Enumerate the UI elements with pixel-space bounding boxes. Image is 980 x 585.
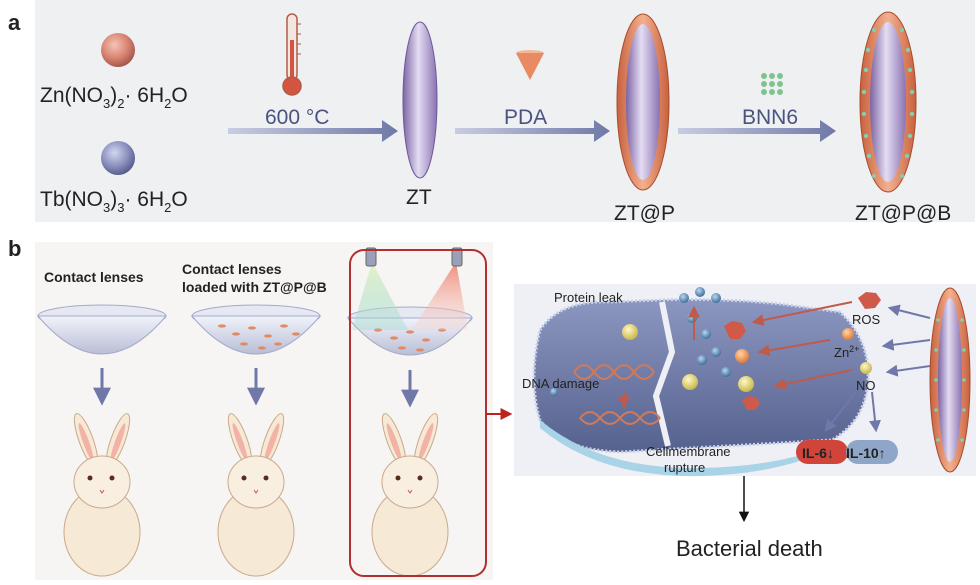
label-il10: IL-10↑ xyxy=(846,445,886,461)
label-bacterial-death: Bacterial death xyxy=(676,536,823,561)
label-il6: IL-6↓ xyxy=(802,445,834,461)
no-molecule-icon xyxy=(860,362,872,374)
ion-particles xyxy=(550,287,760,410)
dna-strand-icon xyxy=(573,364,661,425)
product-zt-at-p-at-b: ZT@P@B xyxy=(855,202,951,225)
il10-badge xyxy=(846,440,898,464)
zt-at-p-at-b-particle-icon xyxy=(859,11,917,193)
terbium-sphere-icon xyxy=(101,141,135,175)
contact-lens-loaded-icon xyxy=(190,304,322,355)
rabbit-icon xyxy=(371,413,449,577)
label-dna-damage: DNA damage xyxy=(522,376,599,391)
il6-badge xyxy=(796,440,848,464)
panel-b-label: b xyxy=(8,236,21,261)
down-arrows xyxy=(93,368,419,408)
label-loaded-lenses-line2: loaded with ZT@P@B xyxy=(182,279,327,295)
label-contact-lenses: Contact lenses xyxy=(44,269,144,285)
ros-icon xyxy=(858,292,881,309)
rabbit-icon xyxy=(217,413,295,577)
bacterial-cell-icon xyxy=(532,298,870,477)
zt-at-p-at-b-particle-icon xyxy=(929,287,971,473)
panel-a-label: a xyxy=(8,10,21,35)
label-zn-ion: Zn2+ xyxy=(834,344,859,360)
reagent-zinc-nitrate: Zn(NO3)2· 6H2O xyxy=(40,84,188,111)
label-protein-leak: Protein leak xyxy=(554,290,623,305)
panel-a-background xyxy=(35,0,975,222)
rabbit-icon xyxy=(63,413,141,577)
zt-at-p-particle-icon xyxy=(616,13,670,191)
bnn6-dots-icon xyxy=(761,73,783,95)
zt-nanoparticle-icon xyxy=(402,21,438,179)
contact-lens-plain-icon xyxy=(36,304,168,355)
label-no: NO xyxy=(856,378,876,393)
light-source-icon xyxy=(352,247,468,330)
label-ros: ROS xyxy=(852,312,881,327)
product-zt: ZT xyxy=(406,186,432,209)
particle-release-arrows xyxy=(824,304,931,433)
zinc-sphere-icon xyxy=(101,33,135,67)
label-membrane-line2: rupture xyxy=(664,460,705,475)
thermometer-icon xyxy=(282,13,302,96)
product-zt-at-p: ZT@P xyxy=(614,202,675,225)
pda-cone-icon xyxy=(516,50,544,80)
label-membrane-line1: Cellmembrane xyxy=(646,444,731,459)
step-label-calcination: 600 °C xyxy=(265,106,329,129)
label-loaded-lenses-line1: Contact lenses xyxy=(182,261,282,277)
step-label-bnn6: BNN6 xyxy=(742,106,798,129)
reagent-terbium-nitrate: Tb(NO3)3· 6H2O xyxy=(40,188,188,215)
arrow-calcination xyxy=(228,120,398,142)
release-arrows xyxy=(618,301,853,409)
zinc-ion-icon xyxy=(842,328,854,340)
step-label-pda: PDA xyxy=(504,106,547,129)
arrow-pda-coating xyxy=(455,120,610,142)
arrow-bnn6-loading xyxy=(678,120,836,142)
